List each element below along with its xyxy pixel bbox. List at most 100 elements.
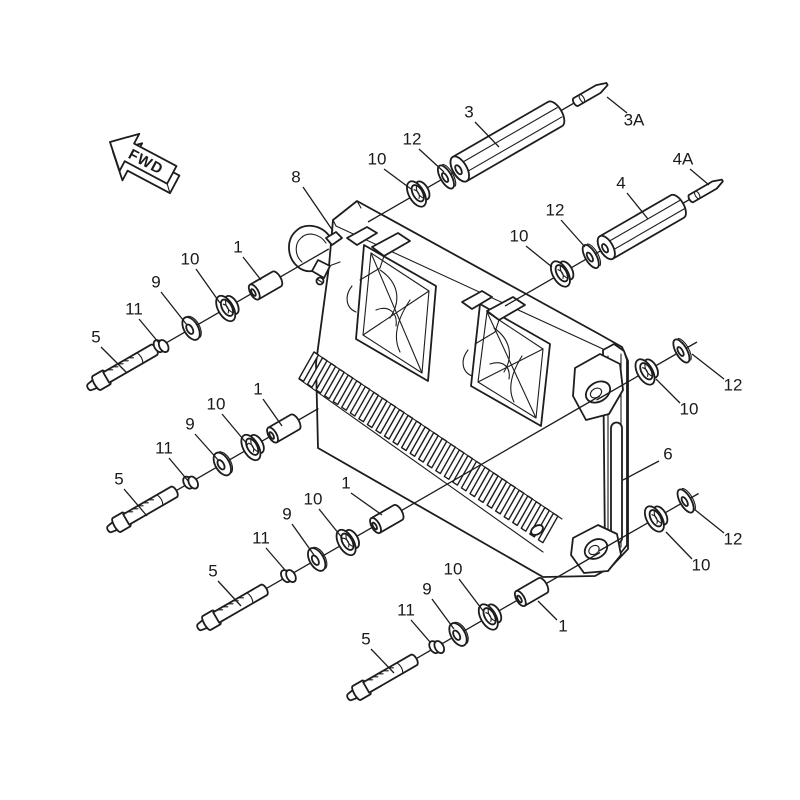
callout-leader-6 (622, 460, 660, 481)
callout-leader-11 (265, 547, 286, 571)
washer-9 (177, 312, 206, 344)
spacer-1 (366, 502, 407, 536)
callout-label-9: 9 (282, 504, 291, 523)
callout-leader-5 (100, 346, 127, 373)
callout-label-9: 9 (151, 272, 160, 291)
bolt-assembly-row-2 (102, 407, 319, 538)
callout-leader-5 (123, 488, 148, 517)
grommet-10 (211, 289, 245, 326)
callout-leader-10 (221, 413, 249, 446)
callout-leader-3 (474, 121, 500, 148)
clip-11 (278, 565, 299, 587)
callout-leader-9 (431, 598, 455, 630)
callout-label-8: 8 (291, 167, 300, 186)
callout-label-10: 10 (207, 394, 226, 413)
spacer-1 (511, 575, 552, 609)
callout-leader-10 (383, 168, 412, 190)
callout-label-10: 10 (181, 249, 200, 268)
grommet-10 (402, 174, 436, 211)
callout-label-9: 9 (185, 414, 194, 433)
callout-leader-10 (318, 508, 344, 540)
fastener-set-bottom-right (598, 485, 700, 552)
callout-label-5: 5 (361, 629, 370, 648)
bolt-assembly-row-1 (82, 248, 330, 396)
pin-4a (687, 178, 724, 204)
ecm-module (298, 200, 629, 578)
fastener-set-top-right (596, 335, 698, 401)
callout-label-11: 11 (155, 438, 173, 457)
standoff-assembly-3 (367, 82, 609, 223)
callout-leader-10 (195, 268, 221, 304)
bolt-5 (192, 580, 272, 636)
callout-leader-1 (242, 256, 262, 281)
callout-label-11: 11 (252, 528, 270, 547)
callout-leader-3A (606, 96, 628, 114)
callout-label-1: 1 (233, 237, 242, 256)
callout-leader-11 (168, 457, 190, 483)
grommet-10 (640, 499, 674, 536)
hex-standoff-4 (596, 193, 687, 261)
callout-label-1: 1 (253, 379, 262, 398)
mounting-ear-bottom-right (570, 524, 622, 574)
callout-label-9: 9 (422, 579, 431, 598)
fwd-arrow-face (109, 132, 178, 185)
callout-label-10: 10 (680, 399, 699, 418)
hex-standoff-3 (449, 100, 566, 183)
callout-leader-1 (537, 600, 558, 621)
grommet-10 (236, 428, 270, 465)
callout-leader-10 (665, 531, 693, 560)
callout-label-10: 10 (304, 489, 323, 508)
washer-9 (303, 543, 332, 575)
callout-label-10: 10 (510, 226, 529, 245)
callout-leader-4A (689, 168, 710, 186)
callout-leader-10 (655, 378, 681, 404)
spacer-1 (245, 268, 286, 303)
washer-12 (669, 335, 696, 366)
bolt-assembly-row-3 (192, 395, 601, 636)
callout-label-3: 3 (464, 102, 473, 121)
connector-latch-right (461, 290, 526, 377)
grommet-10 (331, 523, 365, 560)
callout-label-12: 12 (403, 129, 422, 148)
pin-3a (572, 82, 609, 107)
fwd-arrow: FWD (109, 132, 181, 195)
callout-leader-12 (418, 148, 445, 173)
callout-leader-11 (410, 619, 431, 643)
callout-label-11: 11 (125, 299, 143, 318)
callout-leader-1 (350, 492, 383, 516)
callout-leader-9 (291, 523, 315, 556)
callout-label-3A: 3A (624, 110, 645, 129)
lower-face-slot (530, 524, 544, 536)
callout-leader-9 (194, 433, 220, 462)
callout-leader-5 (370, 648, 395, 674)
callout-label-11: 11 (397, 600, 415, 619)
callout-label-5: 5 (208, 561, 217, 580)
callout-leader-12 (691, 353, 725, 380)
washer-12 (673, 485, 700, 516)
callout-label-5: 5 (91, 327, 100, 346)
grommet-10 (546, 254, 580, 291)
clip-11 (426, 636, 448, 658)
callout-label-1: 1 (558, 616, 567, 635)
grommet-10 (473, 597, 508, 634)
connector-cavity-left (355, 244, 437, 382)
mounting-ear-top-right (572, 353, 624, 421)
callout-label-4A: 4A (673, 149, 694, 168)
callout-label-12: 12 (724, 375, 743, 394)
callout-leader-11 (138, 318, 160, 344)
callout-leader-10 (458, 578, 485, 613)
callout-leader-4 (626, 192, 649, 220)
callout-label-10: 10 (692, 555, 711, 574)
callout-leader-12 (560, 219, 586, 248)
bolt-5 (342, 650, 422, 706)
callout-leader-8 (302, 186, 334, 232)
connector-latch-left (346, 226, 411, 313)
callout-leader-1 (262, 398, 283, 427)
grommet-10 (630, 352, 664, 389)
callout-label-5: 5 (114, 469, 123, 488)
callout-label-12: 12 (546, 200, 565, 219)
spacer-1 (263, 411, 304, 446)
